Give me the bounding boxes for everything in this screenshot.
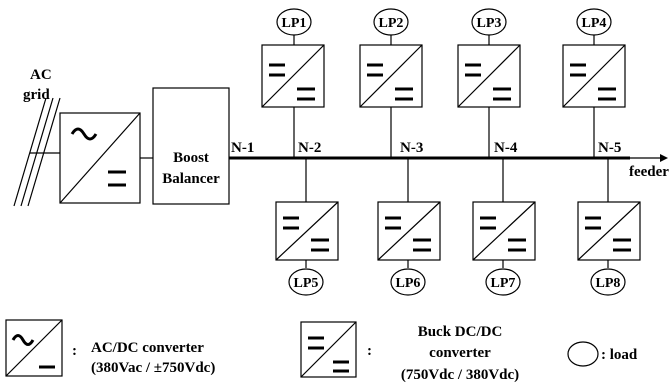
feeder-label: feeder bbox=[629, 164, 669, 180]
ac-grid-label-line2: grid bbox=[23, 87, 50, 103]
top-branch-1: LP1 bbox=[261, 8, 325, 158]
bottom-branch-1: LP5 bbox=[275, 158, 339, 296]
legend-acdc: : AC/DC converter (380Vac / ±750Vdc) bbox=[5, 319, 215, 377]
node-label-n3: N-3 bbox=[400, 140, 423, 156]
legend-load: : load : bbox=[567, 341, 638, 367]
legend-acdc-colon: : bbox=[72, 343, 77, 359]
legend-load-icon bbox=[567, 341, 599, 367]
legend-acdc-line2: (380Vac / ±750Vdc) bbox=[91, 360, 215, 376]
node-label-n5: N-5 bbox=[598, 140, 621, 156]
legend-buck-colon: : bbox=[367, 343, 372, 359]
legend-acdc-line1: AC/DC converter bbox=[91, 340, 204, 356]
load-circle bbox=[485, 268, 521, 296]
load-label-lp6: LP6 bbox=[396, 276, 421, 291]
three-phase-grid-lines bbox=[13, 97, 61, 207]
top-branch-4: LP4 bbox=[562, 8, 626, 158]
node-label-n4: N-4 bbox=[494, 140, 518, 156]
load-label-lp2: LP2 bbox=[379, 16, 404, 31]
ac-grid-label-line1: AC bbox=[30, 67, 52, 83]
bottom-branch-2: LP6 bbox=[377, 158, 441, 296]
main-acdc-converter bbox=[59, 112, 141, 204]
bottom-branch-3: LP7 bbox=[472, 158, 536, 296]
legend-buck-line2: converter bbox=[429, 345, 491, 361]
boost-balancer-line1: Boost bbox=[173, 150, 209, 166]
legend-buck-line1: Buck DC/DC bbox=[418, 324, 503, 340]
load-label-lp7: LP7 bbox=[491, 276, 516, 291]
boost-balancer-line2: Balancer bbox=[162, 171, 220, 187]
load-label-lp1: LP1 bbox=[282, 16, 307, 31]
load-label-lp8: LP8 bbox=[596, 276, 621, 291]
legend-buck: : Buck DC/DC converter (750Vdc / 380Vdc) bbox=[300, 321, 519, 383]
top-branch-3: LP3 bbox=[457, 8, 521, 158]
bottom-branch-4: LP8 bbox=[577, 158, 641, 296]
legend-load-text: : load bbox=[601, 347, 638, 363]
load-circle bbox=[390, 268, 426, 296]
load-label-lp3: LP3 bbox=[477, 16, 502, 31]
feeder-arrow-icon bbox=[628, 154, 668, 162]
load-circle bbox=[590, 268, 626, 296]
load-label-lp5: LP5 bbox=[294, 276, 319, 291]
boost-balancer-block: Boost Balancer bbox=[152, 87, 230, 205]
node-label-n1: N-1 bbox=[231, 140, 254, 156]
node-label-n2: N-2 bbox=[298, 140, 321, 156]
load-label-lp4: LP4 bbox=[582, 16, 607, 31]
legend-buck-line3: (750Vdc / 380Vdc) bbox=[401, 367, 519, 383]
load-circle bbox=[288, 268, 324, 296]
ac-tilde-icon bbox=[70, 127, 98, 141]
top-branch-2: LP2 bbox=[359, 8, 423, 158]
